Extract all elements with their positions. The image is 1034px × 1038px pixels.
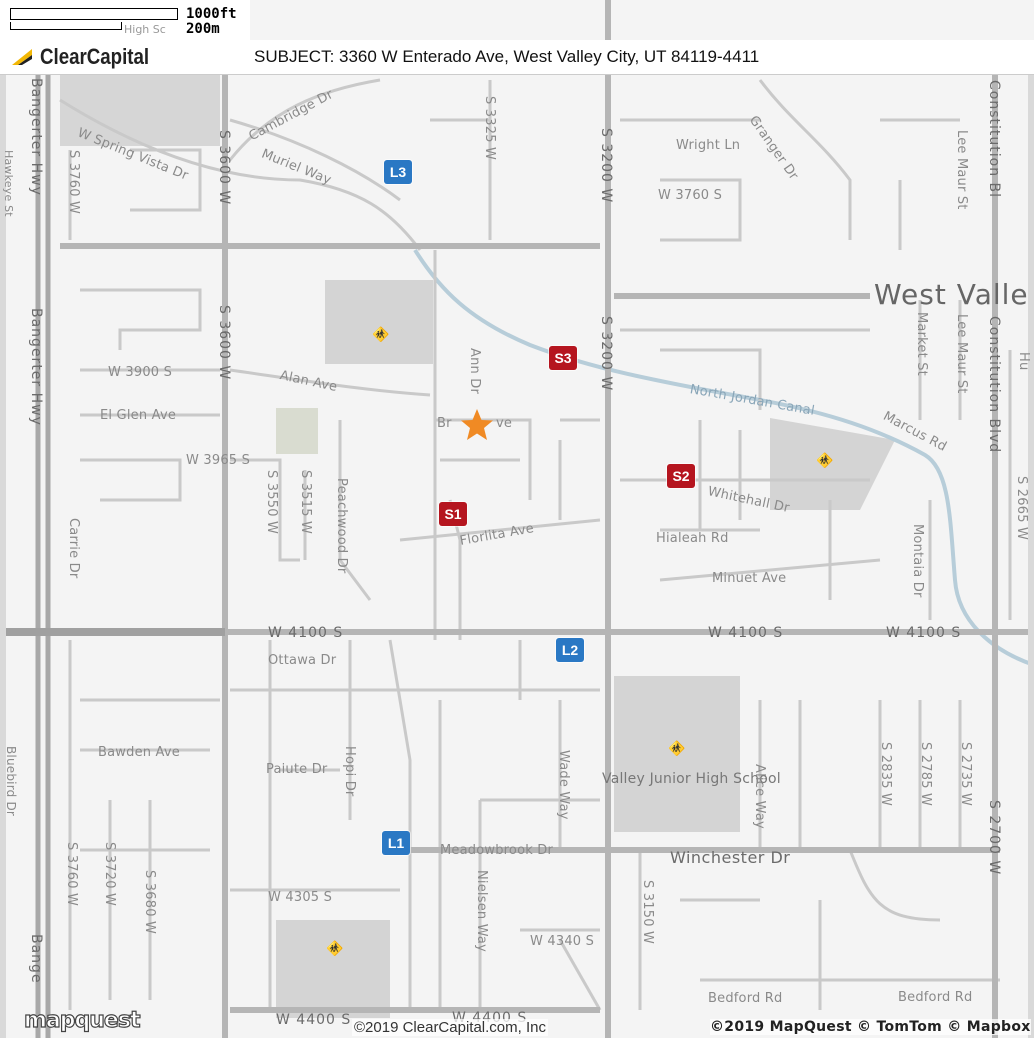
label-br-ave-right: ve [496, 416, 513, 431]
copyright-map-providers: ©2019 MapQuest © TomTom © Mapbox [710, 1019, 1031, 1035]
label-wright-ln: Wright Ln [676, 138, 741, 153]
label-valley-junior-high-school: Valley Junior High School [602, 771, 781, 787]
canal-line [413, 248, 1034, 667]
label-s-3200-w-top: S 3200 W [598, 128, 614, 204]
mapquest-logo: mapquest [23, 1007, 141, 1033]
label-market-st: Market St [914, 312, 929, 376]
label-w-4100-s-left: W 4100 S [268, 625, 344, 641]
school-area-4 [276, 920, 390, 1018]
label-s-3600-w-mid: S 3600 W [216, 305, 232, 381]
label-nielsen-way: Nielsen Way [474, 870, 489, 952]
label-s-3600-w-top: S 3600 W [216, 130, 232, 206]
label-bluebird-dr: Bluebird Dr [4, 746, 18, 817]
label-carrie-dr: Carrie Dr [66, 518, 81, 579]
label-lee-maur-st-mid: Lee Maur St [954, 314, 969, 394]
label-bawden-ave: Bawden Ave [98, 745, 180, 760]
map-header: ClearCapital SUBJECT: 3360 W Enterado Av… [0, 40, 1034, 75]
scale-feet-label: 1000ft [186, 6, 237, 22]
label-bedford-rd-right: Bedford Rd [898, 990, 973, 1005]
label-hialeah-rd: Hialeah Rd [656, 531, 729, 546]
label-s-2735-w: S 2735 W [958, 742, 973, 807]
label-s-2785-w: S 2785 W [918, 742, 933, 807]
label-constitution-bl-top: Constitution Bl [986, 80, 1002, 199]
label-s-3680-w: S 3680 W [142, 870, 157, 935]
scale-bar: High Sc 1000ft 200m [0, 0, 250, 40]
label-s-2835-w: S 2835 W [878, 742, 893, 807]
label-hopi-dr: Hopi Dr [342, 746, 357, 797]
label-wade-way: Wade Way [556, 750, 571, 820]
school-icon: 🚸 [816, 452, 834, 468]
label-el-glen-ave: El Glen Ave [100, 408, 177, 423]
scale-bar-meters [10, 22, 122, 30]
clearcapital-logo: ClearCapital [10, 44, 240, 70]
school-icon: 🚸 [326, 940, 344, 956]
label-ottawa-dr: Ottawa Dr [268, 653, 337, 668]
label-s-3515-w: S 3515 W [298, 470, 313, 535]
label-s-2700-w: S 2700 W [986, 800, 1002, 876]
label-s-3200-w-mid: S 3200 W [598, 316, 614, 392]
label-paiute-dr: Paiute Dr [266, 762, 328, 777]
label-s-3760-w-top: S 3760 W [66, 150, 81, 215]
label-s-3720-w: S 3720 W [102, 842, 117, 907]
label-montaia-dr: Montaia Dr [910, 524, 925, 598]
school-area-3 [614, 676, 740, 832]
label-hu: Hu [1016, 352, 1031, 371]
label-w-4100-s-right: W 4100 S [886, 625, 962, 641]
label-hawkeye-st: Hawkeye St [2, 150, 15, 217]
listing-marker-l3[interactable]: L3 [384, 160, 412, 184]
copyright-clearcapital: ©2019 ClearCapital.com, Inc [352, 1019, 548, 1036]
label-w-3900-s: W 3900 S [108, 365, 173, 380]
school-icon: 🚸 [668, 740, 686, 756]
label-s-3760-w-bottom: S 3760 W [64, 842, 79, 907]
area-block-top-left [60, 74, 220, 146]
label-w-4400-s-left: W 4400 S [276, 1012, 352, 1028]
school-area-2 [770, 418, 895, 510]
label-w-4305-s: W 4305 S [268, 890, 333, 905]
label-winchester-dr: Winchester Dr [670, 848, 791, 867]
label-s-3550-w: S 3550 W [264, 470, 279, 535]
label-w-4100-s-mid: W 4100 S [708, 625, 784, 641]
subject-property-star-icon[interactable] [460, 408, 494, 442]
sale-marker-s3[interactable]: S3 [549, 346, 577, 370]
label-ann-dr: Ann Dr [467, 348, 482, 395]
label-west-valley: West Valle [874, 278, 1029, 311]
label-peachwood-dr: Peachwood Dr [334, 478, 349, 574]
label-bangerter-hwy-mid: Bangerter Hwy [28, 308, 44, 426]
label-w-3965-s: W 3965 S [186, 453, 251, 468]
scale-bar-feet [10, 8, 178, 20]
listing-marker-l2[interactable]: L2 [556, 638, 584, 662]
label-alice-way: Alice Way [752, 764, 767, 829]
scale-meters-label: 200m [186, 21, 220, 37]
label-s-2665-w: S 2665 W [1014, 476, 1029, 541]
label-minuet-ave: Minuet Ave [712, 571, 787, 586]
park-area [276, 408, 318, 454]
label-meadowbrook-dr: Meadowbrook Dr [440, 843, 554, 858]
school-icon: 🚸 [372, 326, 390, 342]
sale-marker-s2[interactable]: S2 [667, 464, 695, 488]
listing-marker-l1[interactable]: L1 [382, 831, 410, 855]
scale-faded-label: High Sc [124, 23, 166, 36]
brand-name: ClearCapital [40, 44, 150, 69]
subject-address: SUBJECT: 3360 W Enterado Ave, West Valle… [254, 47, 760, 66]
label-lee-maur-st-top: Lee Maur St [954, 130, 969, 210]
label-s-3325-w: S 3325 W [482, 96, 497, 161]
label-constitution-blvd: Constitution Blvd [986, 316, 1002, 454]
school-area-1 [325, 280, 433, 364]
label-s-3150-w: S 3150 W [640, 880, 655, 945]
label-w-3760-s: W 3760 S [658, 188, 723, 203]
label-w-4340-s: W 4340 S [530, 934, 595, 949]
label-bangerter-hwy-top: Bangerter Hwy [28, 78, 44, 196]
clearcapital-logo-icon [12, 49, 32, 65]
label-br-ave-left: Br [437, 416, 452, 431]
sale-marker-s1[interactable]: S1 [439, 502, 467, 526]
label-bedford-rd-left: Bedford Rd [708, 991, 783, 1006]
label-bange: Bange [28, 934, 44, 984]
